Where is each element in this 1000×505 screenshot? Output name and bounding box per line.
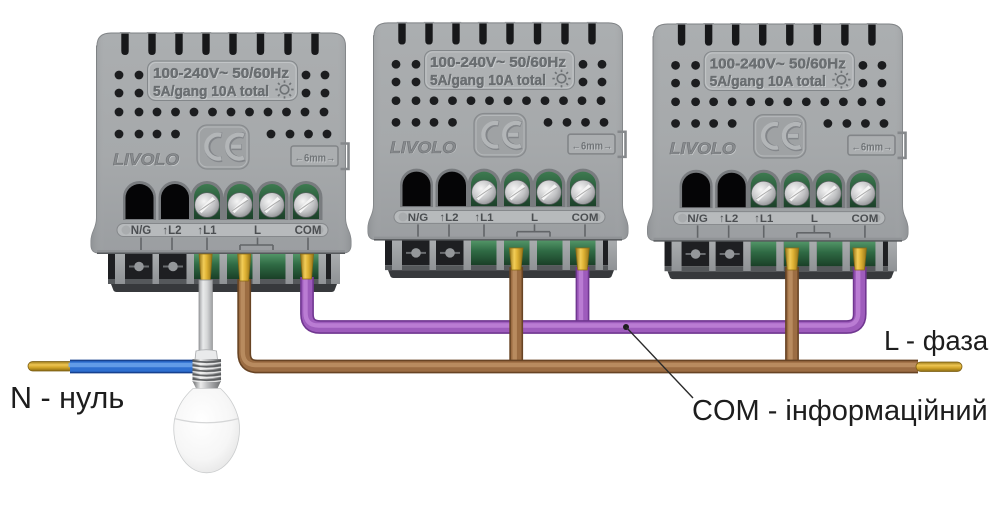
svg-text:N - нуль: N - нуль	[10, 381, 124, 415]
svg-text:COM - інформаційний: COM - інформаційний	[692, 395, 988, 427]
svg-text:L - фаза: L - фаза	[884, 325, 989, 356]
